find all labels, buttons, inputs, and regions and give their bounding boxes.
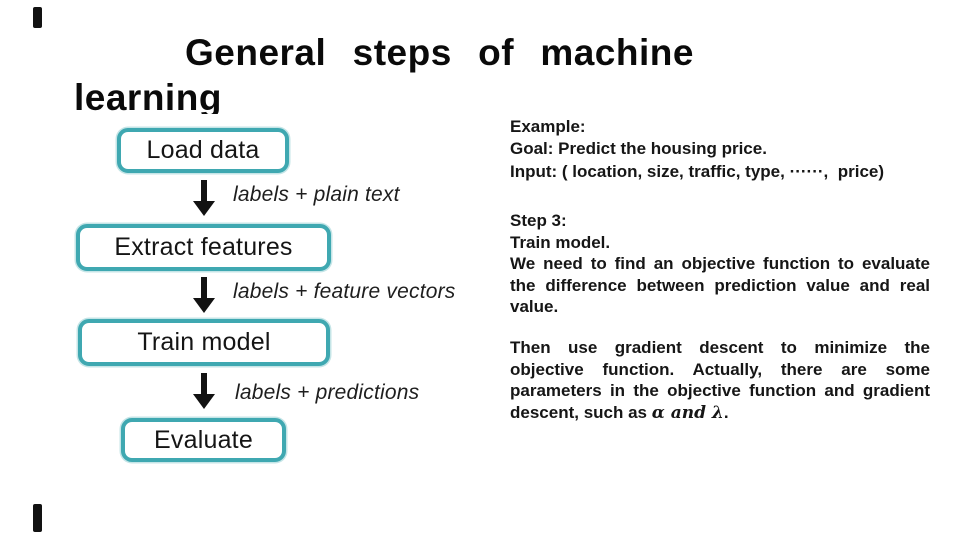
step3-subheading: Train model.	[510, 232, 611, 252]
flow-box-extract-features-label: Extract features	[114, 233, 293, 261]
step3-heading: Step 3:	[510, 211, 567, 230]
flow-box-evaluate-label: Evaluate	[154, 425, 253, 454]
arrow-label-predictions: labels + predictions	[235, 381, 420, 404]
math-alpha-lambda: α and λ	[651, 402, 724, 423]
arrow-label-plain-text: labels + plain text	[233, 183, 400, 206]
step3-paragraph-line: the difference between prediction value …	[510, 275, 930, 295]
page-title: General steps of machine learning	[74, 30, 798, 114]
page-title-line2: learning	[74, 77, 222, 114]
step3-paragraph-line: We need to find an objective function to…	[510, 254, 930, 274]
example-heading: Example:	[510, 117, 586, 136]
flow-box-load-data: Load data	[117, 128, 289, 173]
step3-block: Step 3: Train model. We need to find an …	[510, 210, 930, 318]
arrow-label-feature-vectors: labels + feature vectors	[233, 280, 456, 303]
example-input-line: Input: ( location, size, traffic, type, …	[510, 161, 885, 181]
flow-box-extract-features: Extract features	[76, 224, 331, 271]
gradient-descent-block: Then use gradient descent to minimize th…	[510, 337, 930, 424]
gradient-paragraph-line: objective function. Actually, there are …	[510, 359, 930, 379]
example-goal-line: Goal: Predict the housing price.	[510, 139, 767, 159]
step3-paragraph-line: value.	[510, 297, 559, 317]
gradient-paragraph-line: parameters in the objective function and…	[510, 381, 930, 401]
flow-box-train-model-label: Train model	[137, 328, 271, 356]
flow-box-train-model: Train model	[78, 319, 330, 366]
flow-box-evaluate: Evaluate	[121, 418, 286, 462]
flow-box-load-data-label: Load data	[146, 136, 260, 164]
arrow-down-icon	[186, 373, 222, 409]
left-edge-mark-bottom	[33, 504, 42, 532]
left-edge-mark-top	[33, 7, 42, 28]
page-title-line1: General steps of machine	[185, 32, 694, 73]
example-block: Example: Goal: Predict the housing price…	[510, 116, 930, 183]
gradient-paragraph-line: Then use gradient descent to minimize th…	[510, 338, 930, 357]
arrow-down-icon	[186, 277, 222, 313]
gradient-paragraph-line: descent, such as α and λ.	[510, 402, 729, 423]
arrow-down-icon	[186, 180, 222, 216]
